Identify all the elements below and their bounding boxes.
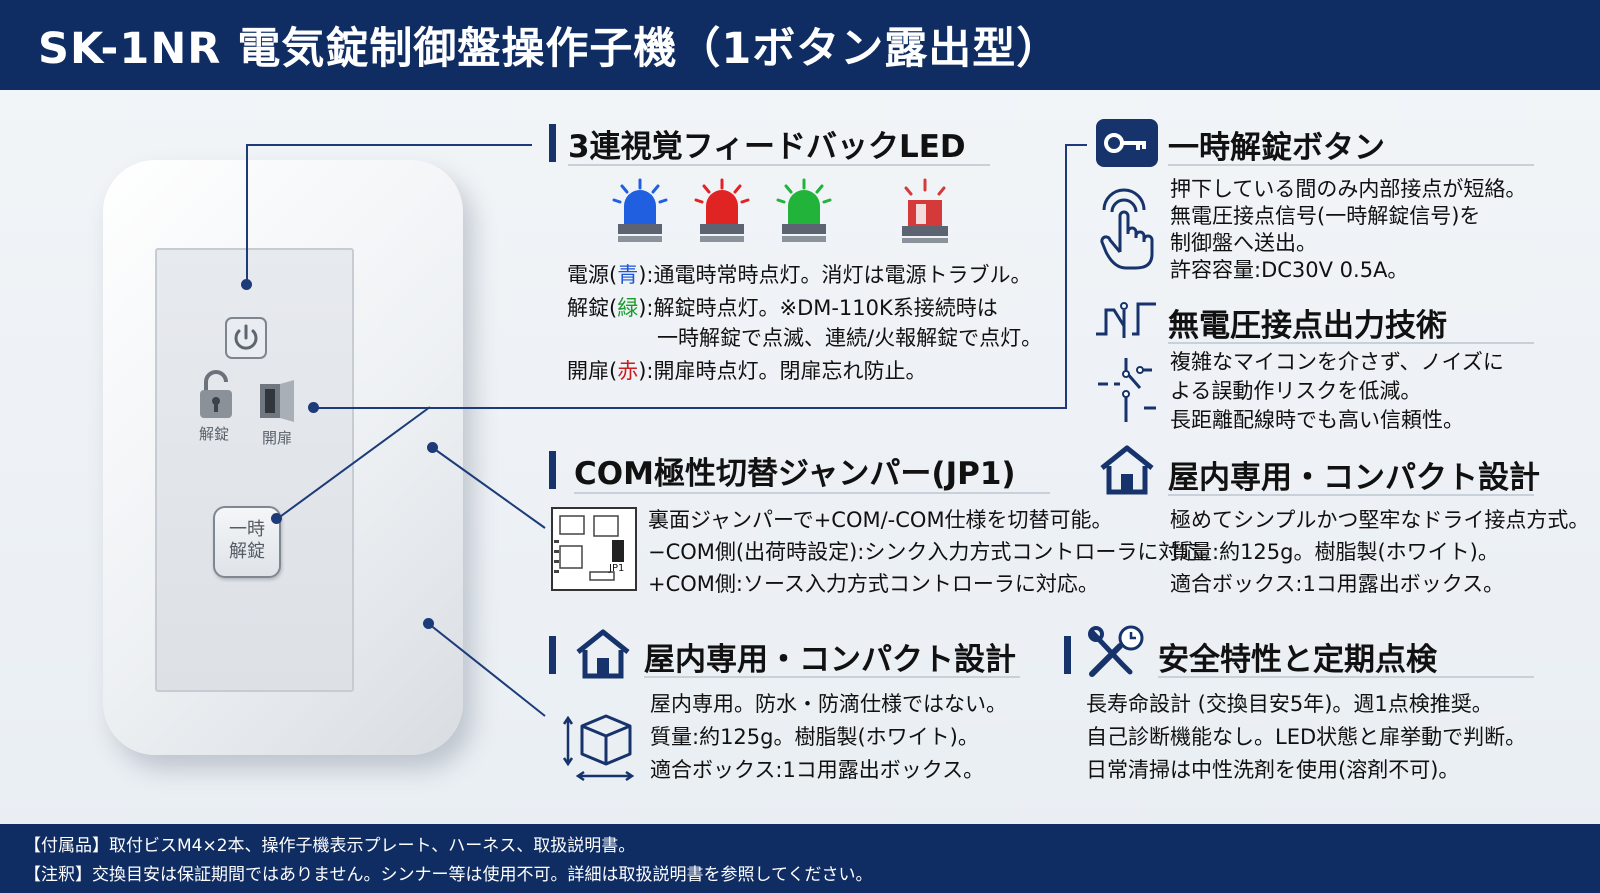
dry-contact-title: 無電圧接点出力技術 [1168,308,1447,344]
key-icon [1096,119,1158,167]
red-lamp-icon [694,178,750,242]
jumper-section-title: COM極性切替ジャンパー(JP1) [574,456,1016,492]
leader-button-vertical [1065,144,1067,409]
leader-button-top [1065,144,1087,146]
jumper-section-bar [549,451,556,489]
hand-press-icon [1100,188,1154,270]
door-lamp-icon [902,178,948,243]
jumper-section-underline [574,492,1050,494]
house-left-icon [576,629,630,679]
led-section-underline [568,164,990,166]
footer-banner: 【付属品】取付ビスM4×2本、操作子機表示プレート、ハーネス、取扱説明書。 【注… [0,824,1600,893]
safety-section-title: 安全特性と定期点検 [1158,642,1437,678]
indoor-right-title: 屋内専用・コンパクト設計 [1168,460,1540,496]
leader-led-dot [241,279,252,290]
led-door-line: 開扉(赤):開扉時点灯。閉扉忘れ防止。 [567,359,927,383]
device-door-label: 開扉 [262,429,293,447]
led-section-title: 3連視覚フィードバックLED [568,129,966,165]
leader-led-horizontal [246,144,532,146]
green-lamp-icon [776,178,832,242]
dry-contact-underline [1168,342,1534,344]
led-description: 電源(青):通電時常時点灯。消灯は電源トラブル。 解錠(緑):解錠時点灯。※DM… [567,260,1042,386]
device-unlock-label: 解錠 [199,425,230,443]
header-banner: SK-1NR 電気錠制御盤操作子機（1ボタン露出型） [0,0,1600,90]
jumper-description: 裏面ジャンパーで+COM/-COM仕様を切替可能。−COM側(出荷時設定):シン… [648,508,1222,596]
indoor-right-description: 極めてシンプルかつ堅牢なドライ接点方式。質量:約125g。樹脂製(ホワイト)。適… [1170,508,1590,596]
indoor-right-underline [1168,494,1534,496]
box-dimension-icon [562,714,635,782]
led-lamps-icon [612,178,948,243]
led-power-line: 電源(青):通電時常時点灯。消灯は電源トラブル。 [567,263,1032,287]
temp-unlock-button[interactable]: 一時 解錠 [213,506,281,578]
unlock-icon [200,370,232,418]
jumper-board-label: JP1 [609,563,625,574]
temp-unlock-underline [1168,164,1534,166]
leader-jumper-dot [427,442,438,453]
indoor-left-bar [549,636,556,674]
leader-door-horizontal [314,407,1066,409]
footer-accessories: 【付属品】取付ビスM4×2本、操作子機表示プレート、ハーネス、取扱説明書。 [24,836,636,856]
blue-lamp-icon [612,178,668,242]
tools-clock-icon [1088,625,1144,677]
indoor-left-description: 屋内専用。防水・防滴仕様ではない。質量:約125g。樹脂製(ホワイト)。適合ボッ… [650,692,1007,782]
indoor-left-underline [644,676,1020,678]
circuit-switch-icon [1098,358,1156,422]
circuit-board-icon [551,507,637,591]
leader-led-vertical [246,144,248,284]
temp-unlock-button-line2: 解錠 [229,541,265,562]
led-unlock-cont-line: 一時解錠で点滅、連続/火報解錠で点灯。 [657,326,1043,350]
footer-notes: 【注釈】交換目安は保証期間ではありません。シンナー等は使用不可。詳細は取扱説明書… [24,865,873,885]
leader-indoor-dot [423,618,434,629]
led-section-bar [549,124,556,162]
temp-unlock-description: 押下している間のみ内部接点が短絡。無電圧接点信号(一時解錠信号)を制御盤へ送出。… [1170,177,1527,282]
safety-description: 長寿命設計 (交換目安5年)。週1点検推奨。自己診断機能なし。LED状態と扉挙動… [1086,692,1527,782]
temp-unlock-title: 一時解錠ボタン [1168,130,1385,166]
temp-unlock-button-line1: 一時 [229,519,265,540]
led-unlock-line: 解錠(緑):解錠時点灯。※DM-110K系接続時は [567,296,998,320]
house-icon [1100,445,1154,495]
power-icon [225,317,267,359]
dry-contact-description: 複雑なマイコンを介さず、ノイズによる誤動作リスクを低減。長距離配線時でも高い信頼… [1170,350,1504,432]
leader-button-dot [271,513,282,524]
leader-door-dot [308,402,319,413]
safety-section-bar [1064,636,1071,674]
safety-section-underline [1158,676,1534,678]
page-title: SK-1NR 電気錠制御盤操作子機（1ボタン露出型） [38,24,1061,74]
indoor-left-title: 屋内専用・コンパクト設計 [644,642,1016,678]
switch-contact-icon [1096,302,1156,338]
door-icon [260,380,294,422]
